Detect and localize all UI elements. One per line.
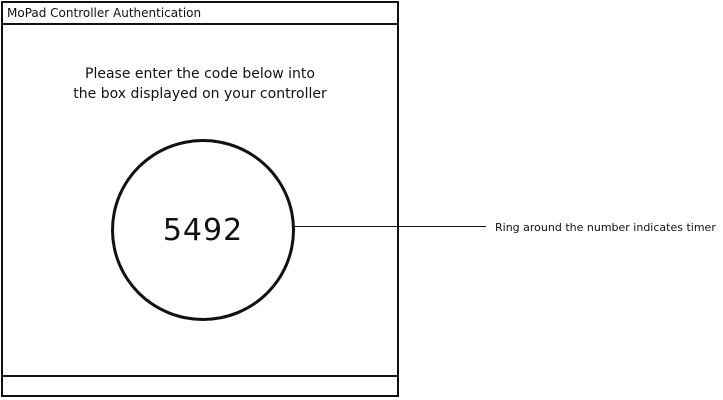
instruction-text: Please enter the code below into the box… <box>3 64 397 104</box>
window-title: MoPad Controller Authentication <box>3 3 397 25</box>
annotation-note: Ring around the number indicates timer <box>495 221 716 234</box>
instruction-line-2: the box displayed on your controller <box>73 86 327 102</box>
annotation-connector <box>294 226 486 227</box>
auth-code: 5492 <box>162 212 244 248</box>
timer-ring: 5492 <box>111 139 295 321</box>
status-bar <box>3 375 397 395</box>
instruction-line-1: Please enter the code below into <box>85 66 315 82</box>
auth-window: MoPad Controller Authentication Please e… <box>1 1 399 397</box>
